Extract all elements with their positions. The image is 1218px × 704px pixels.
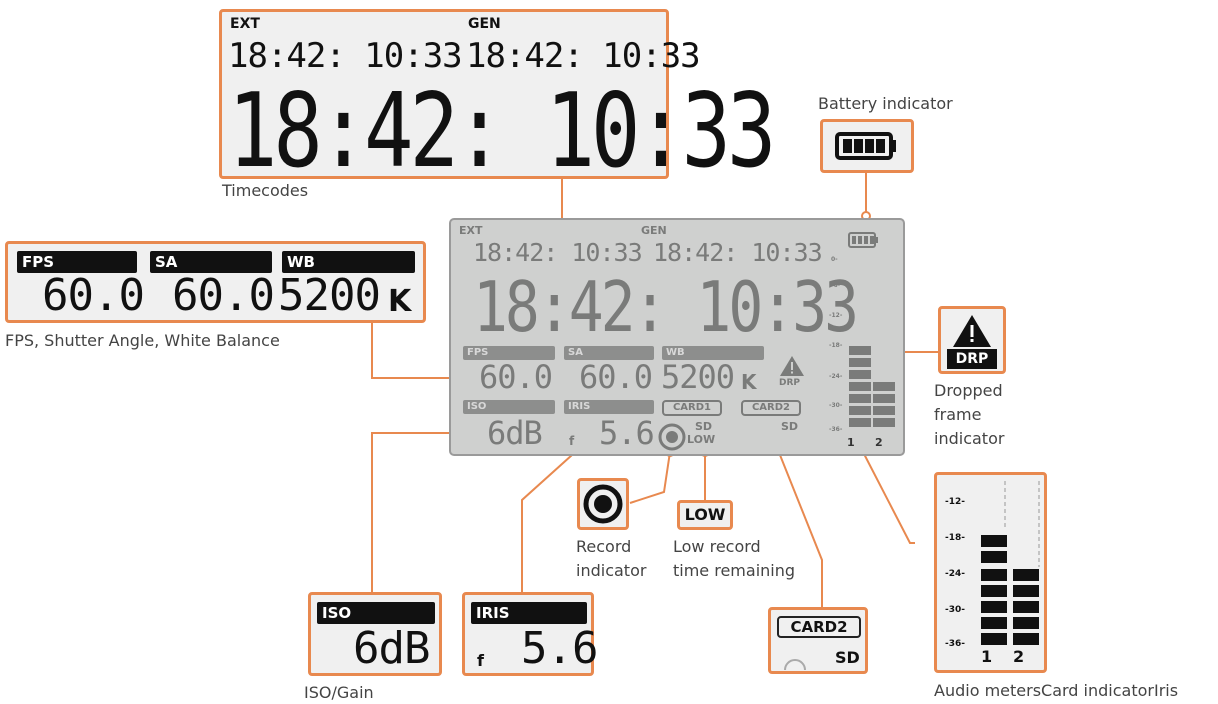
lcd-panel: EXT GEN 18:42: 10:33 18:42: 10:33 18:42:… <box>449 218 905 456</box>
lcd-wb-value: 5200 <box>661 358 735 396</box>
low-tag: LOW <box>684 505 726 524</box>
iris-value: 5.6 <box>521 623 598 674</box>
leader-record <box>629 451 671 504</box>
gen-label: GEN <box>468 16 501 32</box>
lcd-ext-timecode: 18:42: 10:33 <box>473 238 643 267</box>
lcd-iris-header: IRIS <box>564 400 654 414</box>
record-caption-2: indicator <box>576 561 647 580</box>
fps-value: 60.0 <box>42 270 145 321</box>
drp-caption-3: indicator <box>934 429 1005 448</box>
drp-callout: DRP <box>938 306 1006 374</box>
audio-caption: Audio metersCard indicatorIris <box>934 681 1179 700</box>
main-timecode: 18:42: 10:33 <box>228 72 776 191</box>
lcd-warning-icon <box>780 356 804 376</box>
iris-callout: IRIS f 5.6 <box>462 592 598 676</box>
lcd-card2-media: SD <box>781 420 799 433</box>
audio-scale-0: -12- <box>945 497 965 507</box>
audio-meter-bars <box>981 481 1040 645</box>
audio-scale-2: -24- <box>945 569 965 579</box>
record-callout <box>577 478 629 530</box>
leader-iris <box>521 436 593 592</box>
lcd-record-icon <box>658 423 686 451</box>
fps-header: FPS <box>17 251 137 273</box>
lcd-card1-media: SD <box>695 420 713 433</box>
card-callout: CARD2 SD <box>768 607 868 674</box>
audio-scale-3: -30- <box>945 605 965 615</box>
iso-callout: ISO 6dB <box>308 592 442 676</box>
audio-ch1: 1 <box>981 647 993 666</box>
iso-header: ISO <box>317 602 435 624</box>
lcd-iris-prefix: f <box>569 434 575 448</box>
audio-callout: -12- -18- -24- -30- -36- 1 2 <box>934 472 1047 673</box>
wb-header: WB <box>282 251 415 273</box>
wb-unit: K <box>388 284 412 319</box>
audio-scale-4: -36- <box>945 639 965 649</box>
lcd-card2-label: CARD2 <box>741 400 801 416</box>
warning-icon <box>953 315 991 347</box>
iris-header: IRIS <box>471 602 587 624</box>
record-icon <box>583 484 623 524</box>
lcd-audio-meters <box>849 346 895 427</box>
ext-label: EXT <box>230 16 260 32</box>
low-callout: LOW <box>677 500 733 530</box>
lcd-meter-ch2: 2 <box>875 436 883 449</box>
lcd-iris-value: 5.6 <box>599 414 655 452</box>
lcd-fps-value: 60.0 <box>479 358 553 396</box>
lcd-meter-scale-5: -30- <box>829 402 843 409</box>
low-caption-1: Low record <box>673 537 761 556</box>
leader-card <box>769 429 823 607</box>
leader-fps <box>371 322 465 379</box>
audio-ch2: 2 <box>1013 647 1025 666</box>
battery-callout <box>820 119 914 173</box>
record-caption-1: Record <box>576 537 632 556</box>
leader-audio <box>861 449 915 544</box>
audio-scale-1: -18- <box>945 533 965 543</box>
lcd-meter-scale-6: -36- <box>829 426 843 433</box>
lcd-fps-header: FPS <box>463 346 555 360</box>
lcd-sa-value: 60.0 <box>579 358 653 396</box>
card-label: CARD2 <box>777 616 861 638</box>
lcd-meter-scale-1: -6- <box>831 282 841 289</box>
lcd-iso-value: 6dB <box>487 414 543 452</box>
lcd-iso-header: ISO <box>463 400 555 414</box>
lcd-card1-label: CARD1 <box>662 400 722 416</box>
battery-icon <box>835 132 896 160</box>
lcd-sa-header: SA <box>564 346 654 360</box>
lcd-low-label: LOW <box>687 433 716 446</box>
lcd-meter-scale-4: -24- <box>829 373 843 380</box>
lcd-meter-scale-0: 0- <box>831 256 838 263</box>
timecodes-caption: Timecodes <box>222 181 309 200</box>
lcd-wb-header: WB <box>662 346 764 360</box>
card-media: SD <box>835 648 860 667</box>
ext-timecode: 18:42: 10:33 <box>228 36 463 76</box>
lcd-meter-scale-2: -12- <box>829 312 843 319</box>
sa-value: 60.0 <box>172 270 275 321</box>
lcd-meter-ch1: 1 <box>847 436 855 449</box>
lcd-ext-label: EXT <box>459 224 483 237</box>
sa-header: SA <box>150 251 272 273</box>
leader-iso <box>371 432 465 592</box>
lcd-meter-scale-3: -18- <box>829 342 843 349</box>
drp-tag: DRP <box>947 349 997 369</box>
wb-value: 5200 <box>278 270 381 321</box>
lcd-gen-label: GEN <box>641 224 667 237</box>
timecodes-callout: EXT GEN 18:42: 10:33 18:42: 10:33 18:42:… <box>219 9 776 191</box>
card-record-icon <box>784 659 806 671</box>
drp-caption-1: Dropped <box>934 381 1003 400</box>
gen-timecode: 18:42: 10:33 <box>466 36 701 76</box>
lcd-battery-icon <box>848 232 878 248</box>
lcd-drp-label: DRP <box>779 378 800 388</box>
low-caption-2: time remaining <box>673 561 796 580</box>
fps-sa-wb-callout: FPS SA WB 60.0 60.0 5200 K <box>5 241 426 323</box>
lcd-wb-unit: K <box>741 370 757 394</box>
iris-prefix: f <box>477 651 484 670</box>
lcd-gen-timecode: 18:42: 10:33 <box>653 238 823 267</box>
lcd-main-timecode: 18:42: 10:33 <box>473 266 859 348</box>
fps-sa-wb-caption: FPS, Shutter Angle, White Balance <box>5 331 280 350</box>
iso-caption: ISO/Gain <box>304 683 374 702</box>
iso-value: 6dB <box>353 623 430 674</box>
battery-caption: Battery indicator <box>818 94 953 113</box>
drp-caption-2: frame <box>934 405 982 424</box>
